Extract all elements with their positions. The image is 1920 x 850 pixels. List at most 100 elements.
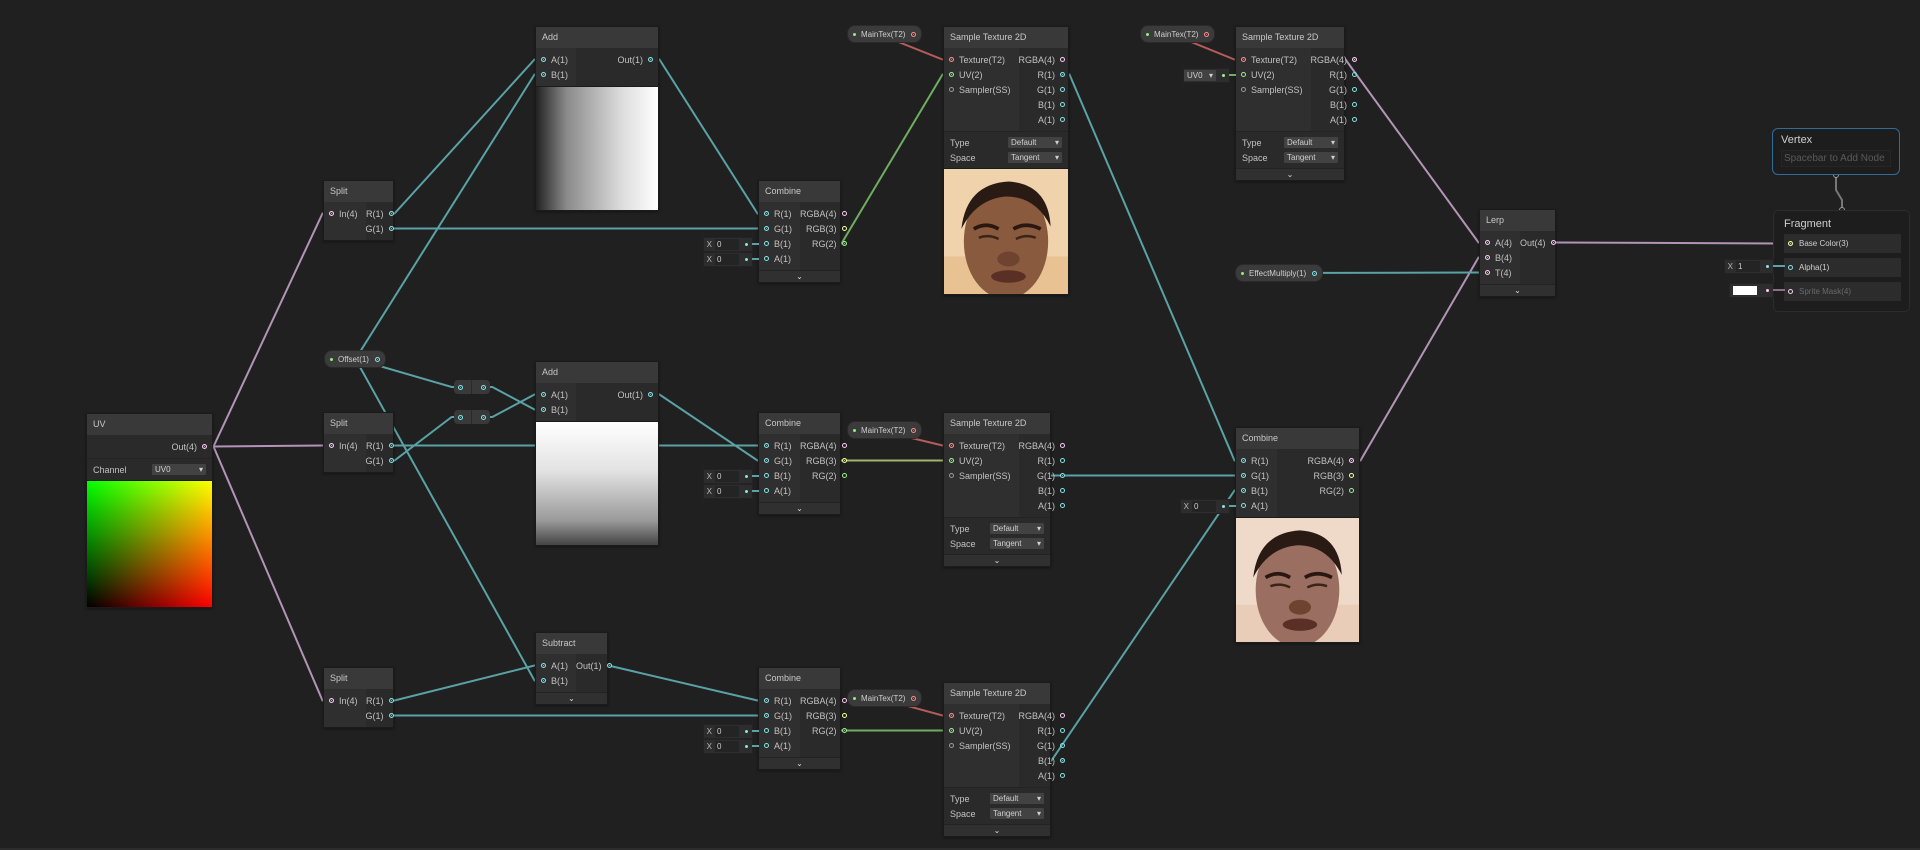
port-t2[interactable] (911, 31, 917, 37)
output-port-row[interactable]: RGB(3) (1277, 468, 1359, 483)
edge-split3-to-subtract[interactable] (385, 664, 544, 702)
port-f[interactable] (541, 392, 546, 397)
port-v2[interactable] (1349, 488, 1354, 493)
node-title[interactable]: Subtract (536, 633, 607, 654)
output-port-row[interactable]: B(1) (1311, 97, 1363, 112)
input-port-row[interactable]: R(1) (759, 206, 792, 221)
space-dropdown[interactable]: Tangent (990, 808, 1044, 819)
output-port-row[interactable]: A(1) (1019, 112, 1071, 127)
port-f[interactable] (374, 356, 380, 362)
port-v4[interactable] (841, 698, 847, 703)
port-f[interactable] (1241, 503, 1246, 508)
output-port-row[interactable]: G(1) (366, 453, 399, 468)
input-port-row[interactable]: In(4) (324, 693, 358, 708)
port-v3[interactable] (841, 458, 847, 463)
edge-uv-to-split3[interactable] (204, 445, 332, 702)
output-port-row[interactable]: RGB(3) (800, 453, 852, 468)
output-port-row[interactable]: RG(2) (800, 236, 852, 251)
port-f[interactable] (1352, 87, 1358, 92)
port-f[interactable] (1060, 488, 1066, 493)
port-v2[interactable] (949, 728, 954, 733)
type-dropdown[interactable]: Default (990, 523, 1044, 534)
input-port-row[interactable]: R(1) (1236, 453, 1269, 468)
port-f[interactable] (480, 384, 486, 390)
output-port-row[interactable]: RGBA(4) (1019, 708, 1071, 723)
port-v2[interactable] (949, 72, 954, 77)
port-f[interactable] (1352, 117, 1358, 122)
port-v4[interactable] (329, 443, 334, 448)
port-f[interactable] (1060, 473, 1066, 478)
port-v4[interactable] (329, 211, 334, 216)
port-v4[interactable] (202, 444, 207, 449)
port-ss[interactable] (1241, 87, 1246, 92)
port-v4[interactable] (1060, 443, 1066, 448)
effect-property[interactable]: EffectMultiply(1) (1235, 264, 1324, 282)
port-f[interactable] (541, 407, 546, 412)
input-port-row[interactable]: R(1) (759, 438, 792, 453)
input-port-row[interactable]: Texture(T2) (1236, 52, 1303, 67)
value-input[interactable]: 0 (715, 254, 739, 265)
edge-lerp-to-fragment[interactable] (1547, 241, 1791, 245)
port-f[interactable] (1241, 488, 1246, 493)
port-v4[interactable] (1349, 458, 1354, 463)
vertex-context[interactable]: Vertex Spacebar to Add Node (1772, 128, 1900, 175)
value-input[interactable]: 0 (715, 726, 739, 737)
input-port-row[interactable]: A(4) (1480, 235, 1512, 250)
port-f[interactable] (1241, 458, 1246, 463)
output-port-row[interactable]: RG(2) (800, 723, 852, 738)
port-t2[interactable] (1241, 57, 1246, 62)
port-f[interactable] (764, 241, 769, 246)
type-dropdown[interactable]: Default (1008, 137, 1062, 148)
output-port-row[interactable]: G(1) (1019, 468, 1071, 483)
output-port-row[interactable]: R(1) (1019, 453, 1071, 468)
collapse-button[interactable]: ⌄ (759, 270, 840, 282)
output-port-row[interactable]: RG(2) (800, 468, 852, 483)
collapse-button[interactable]: ⌄ (944, 824, 1050, 836)
node-title[interactable]: Sample Texture 2D (944, 413, 1050, 434)
edge-sample1-to-combine4[interactable] (1060, 73, 1244, 462)
type-dropdown[interactable]: Default (990, 793, 1044, 804)
port-f[interactable] (764, 488, 769, 493)
output-port-row[interactable]: G(1) (366, 221, 399, 236)
port-f[interactable] (764, 226, 769, 231)
port-f[interactable] (1060, 728, 1066, 733)
port-v2[interactable] (841, 728, 847, 733)
port-t2[interactable] (911, 427, 917, 433)
space-dropdown[interactable]: Tangent (1284, 152, 1338, 163)
output-port-row[interactable]: B(1) (1019, 483, 1071, 498)
color-swatch[interactable] (1733, 286, 1757, 295)
input-port-row[interactable]: Sampler(SS) (944, 468, 1011, 483)
port-f[interactable] (648, 57, 653, 62)
port-f[interactable] (1060, 117, 1066, 122)
port-f[interactable] (1241, 473, 1246, 478)
node-title[interactable]: Add (536, 362, 658, 383)
port-v2[interactable] (841, 241, 847, 246)
port-v3[interactable] (1788, 241, 1793, 246)
port-ss[interactable] (949, 473, 954, 478)
output-port-row[interactable]: A(1) (1019, 768, 1071, 783)
node-title[interactable]: UV (87, 414, 212, 435)
port-ss[interactable] (949, 743, 954, 748)
output-port-row[interactable]: G(1) (1311, 82, 1363, 97)
node-title[interactable]: Split (324, 181, 393, 202)
maintex2-property[interactable]: MainTex(T2) (1140, 25, 1216, 43)
port-ss[interactable] (949, 87, 954, 92)
input-port-row[interactable]: UV(2) (944, 453, 1011, 468)
input-port-row[interactable]: Texture(T2) (944, 708, 1011, 723)
port-v4[interactable] (1485, 240, 1490, 245)
output-port-row[interactable]: B(1) (1019, 97, 1071, 112)
input-port-row[interactable]: G(1) (759, 221, 792, 236)
port-f[interactable] (388, 698, 394, 703)
